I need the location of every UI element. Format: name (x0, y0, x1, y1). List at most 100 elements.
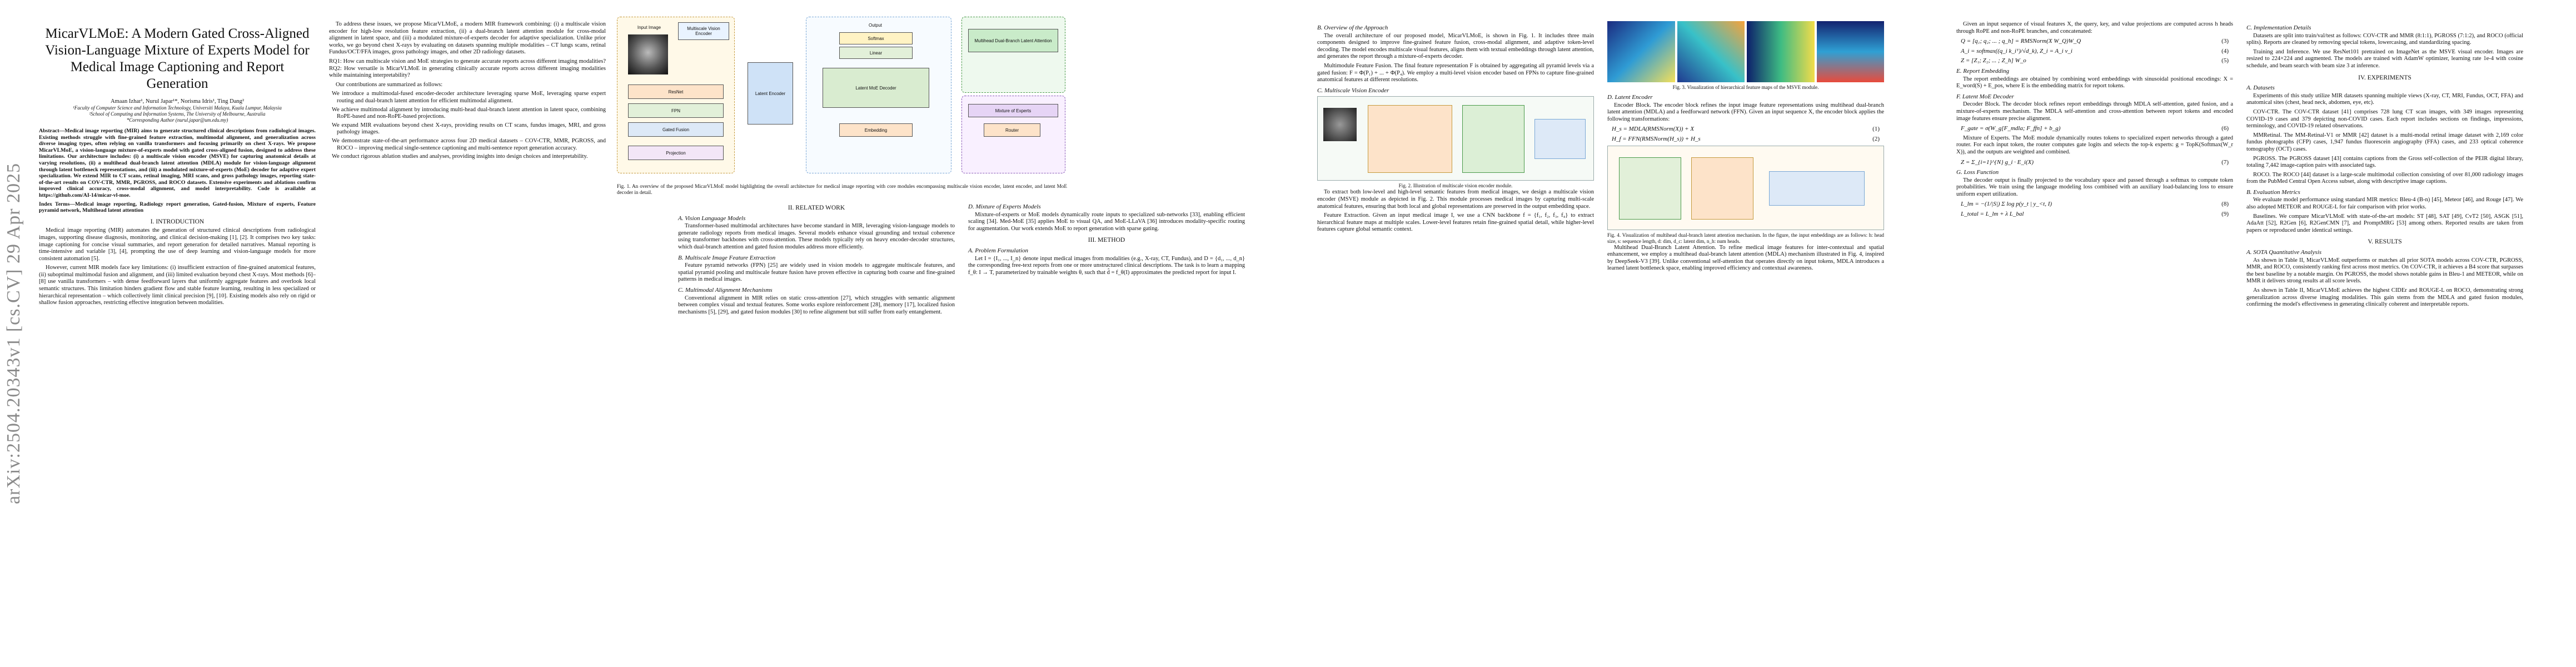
latent-encoder-box: Latent Encoder (748, 62, 793, 125)
paragraph: The overall architecture of our proposed… (1317, 32, 1594, 60)
author-list: Amaan Izhar¹, Nurul Japar¹*, Norisma Idr… (110, 98, 245, 104)
page3-right-column: Fig. 3. Visualization of hierarchical fe… (1607, 21, 1884, 275)
equation: H_s = MDLA(RMSNorm(X)) + X(1) (1612, 126, 1880, 133)
paragraph: Our contributions are summarized as foll… (336, 81, 443, 88)
output-label: Output (868, 22, 882, 28)
subsection-heading: A. Problem Formulation (968, 247, 1029, 254)
section-heading: II. RELATED WORK (788, 205, 845, 211)
mdla-block (961, 17, 1065, 93)
paragraph: Given an input sequence of visual featur… (1956, 21, 2233, 34)
mve-stage: Gated Fusion (628, 122, 724, 137)
subsection-heading: G. Loss Function (1956, 169, 1999, 176)
paragraph: Medical image reporting (MIR) automates … (39, 227, 316, 262)
paragraph: MMRetinal. The MM-Retinal-V1 or MMR [42]… (2246, 132, 2523, 152)
mve-projection: Projection (628, 146, 724, 160)
paragraph: However, current MIR models face key lim… (39, 265, 316, 306)
paragraph: Feature pyramid networks (FPN) [25] are … (678, 262, 955, 283)
feature-map (1747, 21, 1815, 82)
subsection-heading: B. Multiscale Image Feature Extraction (678, 254, 776, 261)
paragraph: The report embeddings are obtained by co… (1956, 76, 2233, 89)
page-1: MicarVLMoE: A Modern Gated Cross-Aligned… (39, 21, 606, 649)
subsection-heading: F. Latent MoE Decoder (1956, 93, 2014, 100)
paragraph: Training and Inference. We use ResNet101… (2246, 48, 2523, 69)
abstract: Abstract—Medical image reporting (MIR) a… (39, 128, 316, 198)
latent-attention-block (1769, 171, 1865, 206)
contribution-item: We conduct rigorous ablation studies and… (332, 153, 588, 160)
contribution-item: We expand MIR evaluations beyond chest X… (332, 122, 606, 136)
figure-2 (1317, 96, 1594, 181)
section-heading: V. RESULTS (2368, 238, 2402, 246)
subsection-heading: C. Multimodal Alignment Mechanisms (678, 286, 773, 293)
affiliation-1: ¹Faculty of Computer Science and Informa… (73, 105, 282, 111)
equation: L_lm = −(1/|S|) Σ log p(y_t | y_<t, I)(8… (1961, 201, 2229, 208)
figure-3 (1607, 21, 1884, 82)
mdla-label: Multihead Dual-Branch Latent Attention (968, 29, 1058, 52)
feature-map (1816, 21, 1884, 82)
paragraph: Multihead Dual-Branch Latent Attention. … (1607, 244, 1884, 272)
mve-stage: FPN (628, 103, 724, 118)
page-3: B. Overview of the Approach The overall … (1317, 21, 1884, 649)
equation: F_gate = σ(W_g[F_mdla; F_ffn] + b_g)(6) (1961, 125, 2229, 132)
paragraph: As shown in Table II, MicarVLMoE achieve… (2246, 287, 2523, 308)
non-rope-branch (1691, 157, 1753, 220)
figure-3-caption: Fig. 3. Visualization of hierarchical fe… (1672, 84, 1819, 90)
section-heading: III. METHOD (1088, 237, 1125, 244)
paragraph: PGROSS. The PGROSS dataset [43] contains… (2246, 155, 2523, 169)
contribution-item: We achieve multimodal alignment by intro… (332, 106, 606, 120)
equation: Z = Σ_{i=1}^{N} g_i · E_i(X)(7) (1961, 158, 2229, 166)
paragraph: Experiments of this study utilize MIR da… (2246, 92, 2523, 106)
contribution-item: We introduce a multimodal-fused encoder-… (332, 91, 606, 104)
paragraph: As shown in Table II, MicarVLMoE outperf… (2246, 257, 2523, 285)
paragraph: Baselines. We compare MicarVLMoE with st… (2246, 213, 2523, 233)
input-image-label: Input Image (637, 24, 661, 30)
index-terms: Index Terms—Medical image reporting, Rad… (39, 201, 316, 214)
subsection-heading: B. Evaluation Metrics (2246, 188, 2300, 196)
contribution-item: We demonstrate state-of-the-art performa… (332, 137, 606, 151)
paragraph: Datasets are split into train/val/test a… (2246, 32, 2523, 46)
ct-thumbnail (1323, 108, 1357, 142)
paragraph: We evaluate model performance using stan… (2246, 197, 2523, 211)
subsection-heading: C. Implementation Details (2246, 24, 2311, 31)
fusion-block (1534, 119, 1586, 160)
subsection-heading: A. Datasets (2246, 84, 2275, 92)
page-4: Given an input sequence of visual featur… (1956, 21, 2523, 649)
paragraph: Conventional alignment in MIR relies on … (678, 295, 955, 315)
paragraph: Mixture of Experts. The MoE module dynam… (1956, 135, 2233, 155)
subsection-heading: B. Overview of the Approach (1317, 24, 1388, 31)
paper-title: MicarVLMoE: A Modern Gated Cross-Aligned… (45, 26, 310, 91)
subsection-heading: D. Mixture of Experts Models (968, 203, 1041, 210)
page-2: II. RELATED WORK A. Vision Language Mode… (678, 200, 1245, 650)
paragraph: Feature Extraction. Given an input medic… (1317, 212, 1594, 233)
feature-map (1677, 21, 1745, 82)
softmax-box: Softmax (839, 32, 913, 44)
subsection-heading: A. SOTA Quantitative Analysis (2246, 249, 2322, 256)
equation: H_f = FFN(RMSNorm(H_s)) + H_s(2) (1612, 135, 1880, 142)
figure-4 (1607, 145, 1884, 230)
corresponding-author: *Corresponding Author (nurul.japar@um.ed… (126, 117, 228, 123)
embedding-box: Embedding (839, 123, 913, 137)
page2-right-column: D. Mixture of Experts Models Mixture-of-… (968, 200, 1245, 278)
equation: L_total = L_lm + λ L_bal(9) (1961, 211, 2229, 218)
affiliation-2: ²School of Computing and Information Sys… (89, 111, 266, 117)
paragraph: The decoder output is finally projected … (1956, 177, 2233, 197)
paragraph: Decoder Block. The decoder block refines… (1956, 101, 2233, 122)
paragraph: Mixture-of-experts or MoE models dynamic… (968, 211, 1245, 232)
page1-left-column: MicarVLMoE: A Modern Gated Cross-Aligned… (39, 21, 316, 309)
subsection-heading: D. Latent Encoder (1607, 94, 1653, 101)
subsection-heading: C. Multiscale Vision Encoder (1317, 87, 1389, 94)
feature-map (1607, 21, 1675, 82)
paragraph: To extract both low-level and high-level… (1317, 189, 1594, 210)
paragraph: ROCO. The ROCO [44] dataset is a large-s… (2246, 171, 2523, 185)
page3-left-column: B. Overview of the Approach The overall … (1317, 21, 1594, 236)
paragraph: COV-CTR. The COV-CTR dataset [41] compri… (2246, 108, 2523, 130)
figure-1-caption: Fig. 1. An overview of the proposed Mica… (617, 183, 1067, 195)
fpn-stack (1462, 105, 1524, 173)
moe-label: Mixture of Experts (968, 104, 1058, 117)
research-questions: RQ1: How can multiscale vision and MoE s… (329, 58, 606, 79)
page2-left-column: II. RELATED WORK A. Vision Language Mode… (678, 200, 955, 318)
router-label: Router (984, 123, 1040, 137)
equation: Z = [Z₁; Z₂; ... ; Z_h] W_o(5) (1961, 57, 2229, 64)
paragraph: Encoder Block. The encoder block refines… (1607, 102, 1884, 122)
chest-xray-thumbnail (628, 34, 668, 74)
section-heading: IV. EXPERIMENTS (2358, 74, 2411, 81)
